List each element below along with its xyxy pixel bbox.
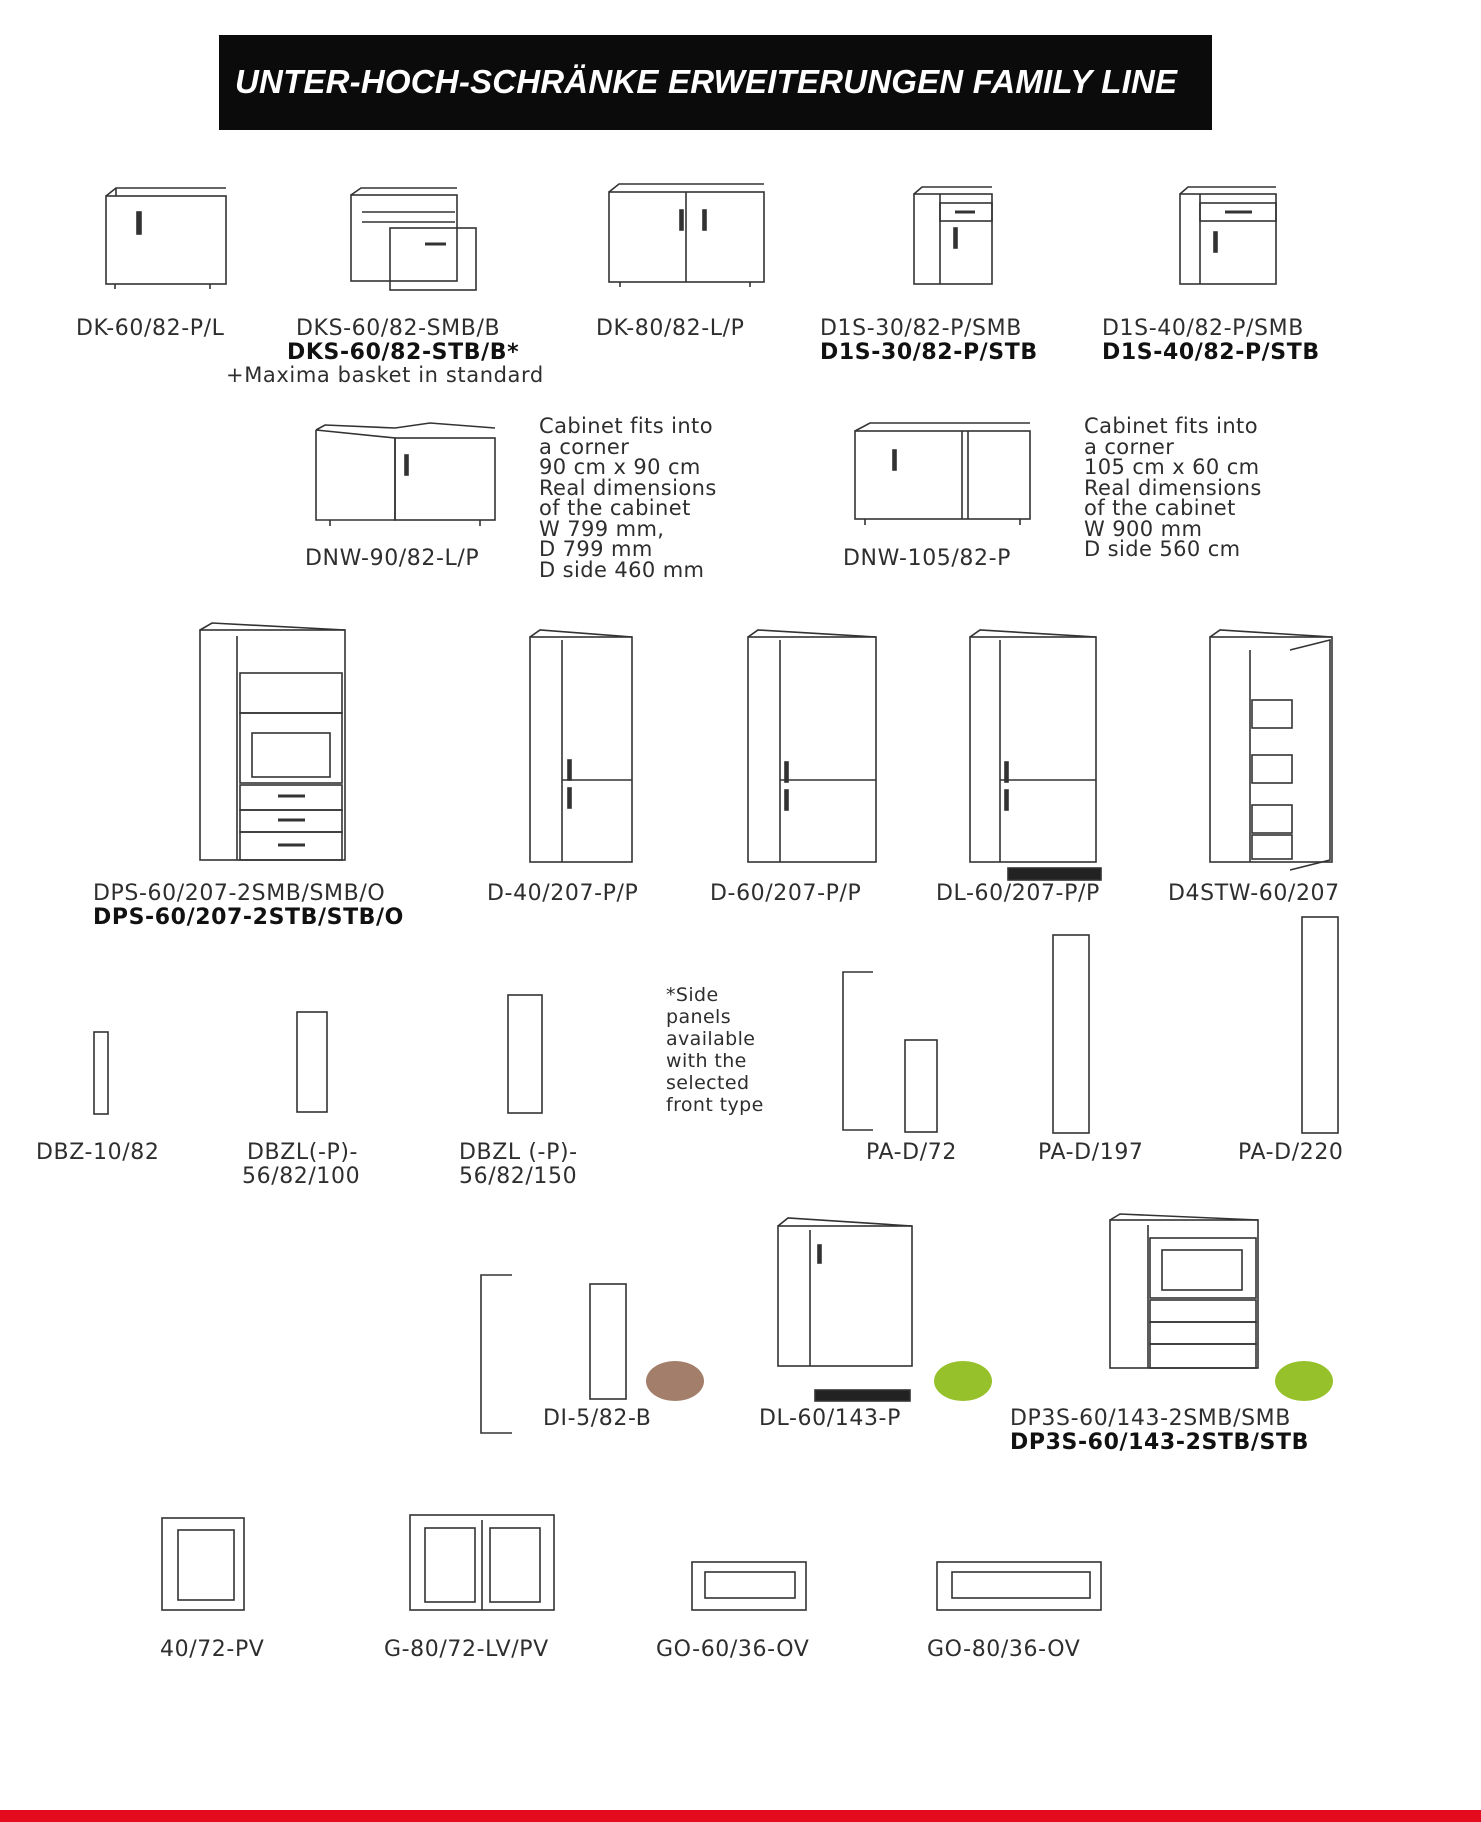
label-dl-60-143: DL-60/143-P — [759, 1406, 901, 1431]
pa-d-72-panel — [904, 1039, 938, 1133]
label-di-5: DI-5/82-B — [543, 1406, 652, 1431]
label-go-80: GO-80/36-OV — [927, 1637, 1081, 1662]
label-g-80: G-80/72-LV/PV — [384, 1637, 549, 1662]
label-dnw-105: DNW-105/82-P — [843, 546, 1011, 571]
label-dk-80: DK-80/82-L/P — [596, 316, 745, 341]
footer-bar — [0, 1810, 1481, 1822]
label-dbzl-150-l2: 56/82/150 — [459, 1164, 578, 1189]
page-title-bar: UNTER-HOCH-SCHRÄNKE ERWEITERUNGEN FAMILY… — [219, 35, 1212, 130]
pa-d-197-panel — [1052, 934, 1090, 1134]
d1s-30-drawing — [913, 186, 993, 285]
label-dp3s-60-bold: DP3S-60/143-2STB/STB — [1010, 1430, 1309, 1455]
label-dbzl-100-l2: 56/82/100 — [242, 1164, 361, 1189]
dbz-10-panel — [93, 1031, 109, 1115]
dl-60-143-drawing — [777, 1217, 913, 1402]
label-pa-d-220: PA-D/220 — [1238, 1140, 1344, 1165]
label-dps-60: DPS-60/207-2SMB/SMB/O — [93, 881, 386, 906]
green-color-dot-1 — [934, 1361, 992, 1401]
d1s-40-drawing — [1179, 186, 1277, 285]
label-dnw-90: DNW-90/82-L/P — [305, 546, 480, 571]
d4stw-60-drawing — [1209, 629, 1333, 871]
label-g-40: 40/72-PV — [160, 1637, 265, 1662]
dp3s-60-drawing — [1109, 1213, 1259, 1369]
label-dks-60: DKS-60/82-SMB/B — [296, 316, 501, 341]
label-dks-60-bold: DKS-60/82-STB/B* — [287, 340, 520, 365]
label-d1s-30: D1S-30/82-P/SMB — [820, 316, 1022, 341]
g-40-drawing — [161, 1517, 245, 1611]
label-d4stw-60: D4STW-60/207 — [1168, 881, 1340, 906]
label-dbzl-100-l1: DBZL(-P)- — [247, 1140, 359, 1165]
pa-d-bracket — [842, 971, 873, 1131]
label-d-60: D-60/207-P/P — [710, 881, 862, 906]
go-80-drawing — [936, 1561, 1102, 1611]
label-maxima-basket: +Maxima basket in standard — [226, 363, 544, 387]
di-bracket — [480, 1274, 512, 1434]
dk-60-drawing — [105, 187, 227, 289]
dbzl-150-panel — [507, 994, 543, 1114]
go-60-drawing — [691, 1561, 807, 1611]
label-pa-d-197: PA-D/197 — [1038, 1140, 1144, 1165]
di-5-panel — [589, 1283, 627, 1400]
dnw-90-drawing — [315, 422, 496, 526]
label-dbzl-150-l1: DBZL (-P)- — [459, 1140, 578, 1165]
label-dp3s-60: DP3S-60/143-2SMB/SMB — [1010, 1406, 1291, 1431]
dk-80-drawing — [608, 183, 765, 287]
label-go-60: GO-60/36-OV — [656, 1637, 810, 1662]
label-dk-60: DK-60/82-P/L — [76, 316, 225, 341]
d-40-drawing — [529, 629, 633, 863]
label-d1s-40: D1S-40/82-P/SMB — [1102, 316, 1304, 341]
label-d1s-40-bold: D1S-40/82-P/STB — [1102, 340, 1320, 365]
dnw-105-drawing — [854, 422, 1031, 525]
d-60-drawing — [747, 629, 877, 863]
green-color-dot-2 — [1275, 1361, 1333, 1401]
label-d-40: D-40/207-P/P — [487, 881, 639, 906]
label-pa-d-72: PA-D/72 — [866, 1140, 957, 1165]
page-title: UNTER-HOCH-SCHRÄNKE ERWEITERUNGEN FAMILY… — [235, 63, 1178, 100]
label-dbz-10: DBZ-10/82 — [36, 1140, 160, 1165]
label-dl-60: DL-60/207-P/P — [936, 881, 1100, 906]
label-dps-60-bold: DPS-60/207-2STB/STB/O — [93, 905, 404, 930]
dps-60-drawing — [199, 622, 346, 861]
pa-d-220-panel — [1301, 916, 1339, 1134]
brown-color-dot — [646, 1361, 704, 1401]
dks-60-drawing — [350, 187, 477, 291]
dl-60-drawing — [969, 629, 1102, 881]
label-d1s-30-bold: D1S-30/82-P/STB — [820, 340, 1038, 365]
dbzl-100-panel — [296, 1011, 328, 1113]
g-80-drawing — [409, 1514, 555, 1611]
